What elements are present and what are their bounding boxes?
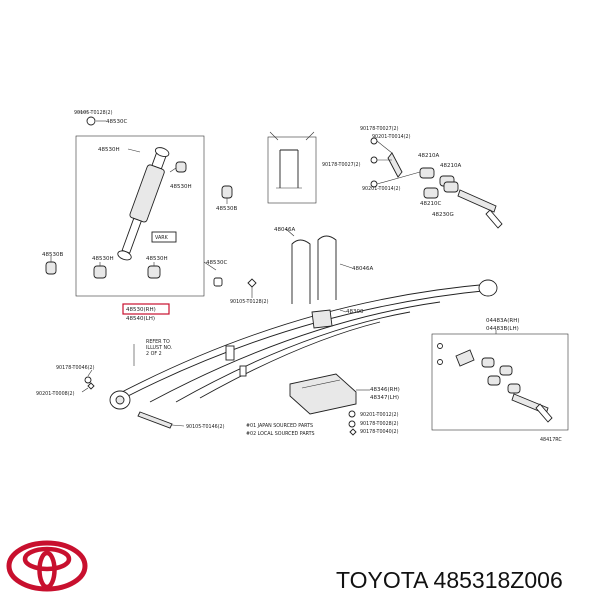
label-48530c-right: 48530C	[206, 260, 227, 266]
bushing-48210a-a	[419, 167, 435, 179]
nut-bottom	[247, 278, 257, 288]
label-48210a-a: 48210A	[418, 153, 439, 159]
label-90178-t0027: 90178-T0027(2)	[360, 126, 399, 132]
label-48530h-c: 48530H	[92, 256, 114, 262]
shock-absorber	[117, 147, 170, 261]
label-48530b: 48530B	[216, 206, 237, 212]
label-90105-t0128-top: 90105-T0128(2)	[74, 110, 113, 116]
label-48347-lh: 48347(LH)	[370, 395, 399, 401]
toyota-logo	[6, 540, 88, 592]
label-90201-t0012: 90201-T0012(2)	[360, 412, 399, 418]
front-bolt	[137, 411, 173, 429]
label-48300: 48300	[346, 309, 364, 315]
label-90178-t0028a: 90178-T0028(2)	[360, 421, 399, 427]
label-48530h-d: 48530H	[146, 256, 168, 262]
leaf-spring-group: 48046A 48046A 48300 REFER TO ILLUST NO. …	[36, 227, 498, 430]
label-90201-t0014-b: 90201-T0014(2)	[362, 186, 401, 192]
ubolt-b	[317, 235, 337, 300]
footnote-local: #02 LOCAL SOURCED PARTS	[246, 431, 315, 437]
label-90201-t0008: 90201-T0008(2)	[36, 391, 75, 397]
shackle-kit-group: 04483A(RH) 04483B(LH) 48417RC	[431, 318, 569, 443]
washer-top	[86, 116, 96, 126]
bushing-48530b	[221, 185, 233, 199]
label-48210c: 48210C	[420, 201, 441, 207]
ubolt-detail	[267, 131, 317, 204]
label-48230g: 48230G	[432, 212, 454, 218]
label-90105-t0128-bot: 90105-T0128(2)	[230, 299, 269, 305]
bushing-48530h-d	[147, 265, 161, 279]
bushing-48530h-c	[93, 265, 107, 279]
label-04483a-rh: 04483A(RH)	[486, 318, 520, 324]
label-04483b-lh: 04483B(LH)	[486, 326, 519, 332]
bushing-48530h-b	[175, 161, 187, 173]
label-90201-t0014-a: 90201-T0014(2)	[372, 134, 411, 140]
shackle-group: 90178-T0027(2) 90201-T0014(2) 90178-T002…	[322, 126, 503, 229]
ubolt-a	[291, 239, 311, 304]
shock-box	[75, 135, 205, 297]
stamp-label: VARK	[155, 235, 169, 241]
kit-box	[431, 333, 569, 431]
label-48210a-b: 48210A	[440, 163, 461, 169]
note-line-c: 2 OF 2	[146, 351, 162, 357]
spring-seat	[289, 373, 357, 415]
label-90105-t0146: 90105-T0146(2)	[186, 424, 225, 430]
label-48540-lh: 48540(LH)	[126, 316, 155, 322]
label-48530b-left: 48530B	[42, 252, 63, 258]
spring-seat-group: 48346(RH) 48347(LH) 90201-T0012(2) 90178…	[246, 373, 400, 437]
note-line-b: ILLUST NO.	[146, 345, 172, 351]
label-48530-rh: 48530(RH)	[126, 307, 156, 313]
brand-caption: TOYOTA 485318Z006	[336, 567, 563, 593]
label-48530h-a: 48530H	[98, 147, 120, 153]
shock-absorber-group: VARK 90105-T0128(2) 48530C 48530H 48530H…	[42, 110, 269, 322]
label-90178-t0027-b: 90178-T0027(2)	[322, 162, 361, 168]
label-48530c-top: 48530C	[106, 119, 127, 125]
label-48046a-b: 48046A	[352, 266, 373, 272]
label-48530h-b: 48530H	[170, 184, 192, 190]
shackle-plate	[387, 152, 403, 178]
label-48346-rh: 48346(RH)	[370, 387, 400, 393]
label-90178-t0046-left: 90178-T0046(2)	[56, 365, 95, 371]
figure-code: 48417RC	[540, 437, 562, 443]
bushing-48530b-left	[45, 261, 57, 275]
note-line-a: REFER TO	[146, 339, 170, 345]
washer-48530c-right	[213, 277, 223, 287]
footnote-japan: #01 JAPAN SOURCED PARTS	[246, 423, 313, 429]
label-48046a-a: 48046A	[274, 227, 295, 233]
shackle-bolt	[457, 189, 497, 213]
label-90178-t0040: 90178-T0040(2)	[360, 429, 399, 435]
rear-eye	[478, 279, 498, 297]
highlight-box	[122, 303, 170, 315]
